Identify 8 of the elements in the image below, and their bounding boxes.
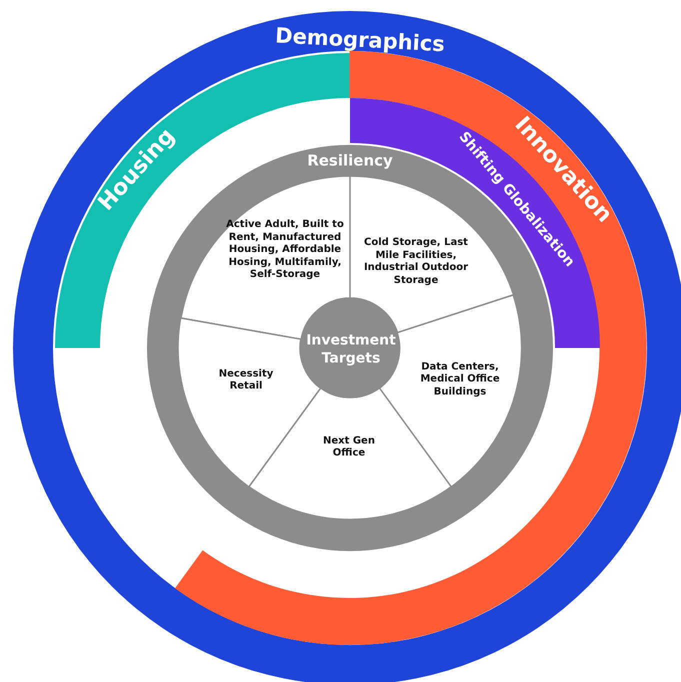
band-label: Resiliency <box>307 152 393 170</box>
center-label: Investment Targets <box>305 332 397 368</box>
segment-label: Active Adult, Built to Rent, Manufactured Housing, Affordable Hosing, Multifamily, Self-Storage <box>225 218 345 282</box>
segment-label: Cold Storage, Last Mile Facilities, Industrial Outdoor Storage <box>362 237 470 287</box>
segment-label: Next Gen Office <box>322 435 376 460</box>
segment-label: Necessity Retail <box>218 368 274 394</box>
band-label: Demographics <box>274 22 446 58</box>
segment-label: Data Centers, Medical Office Buildings <box>419 361 501 399</box>
